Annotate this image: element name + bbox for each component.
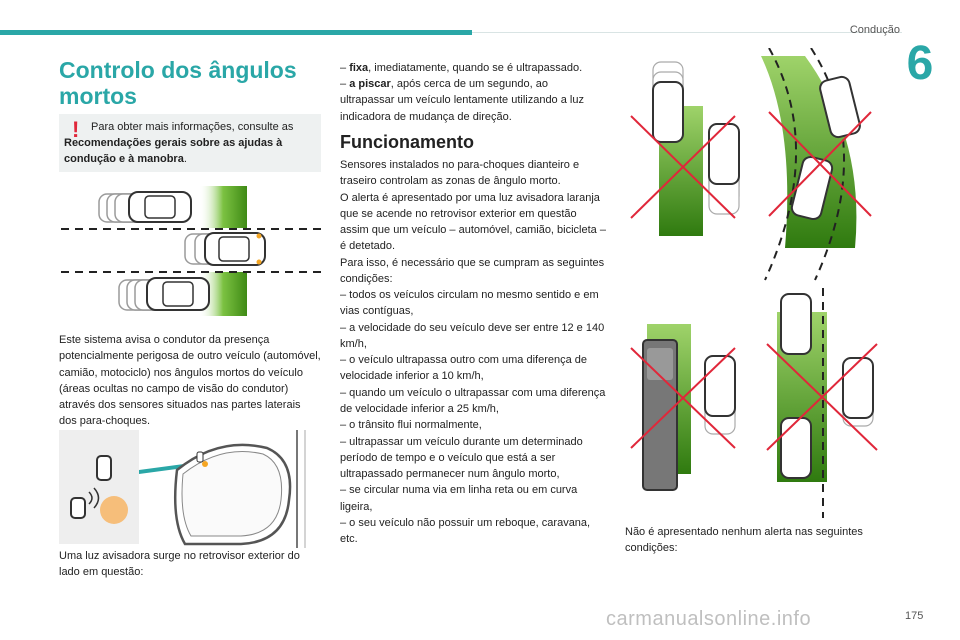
page-title: Controlo dos ângulos mortos [59,57,297,109]
list-item-fixed: – fixa, imediatamente, quando se é ultra… [340,62,583,74]
body-line: – se circular numa via em linha reta ou … [340,484,578,513]
body-line: – o seu veículo não possuir um reboque, … [340,516,591,546]
no-alert-scenarios-illustration [630,48,878,518]
note-bold: Recomendações gerais sobre as ajudas à c… [64,136,283,165]
watermark: carmanualsonline.info [606,608,812,630]
left-paragraph-2: Uma luz avisadora surge no retrovisor ex… [59,550,300,579]
blind-spot-lanes-illustration [61,186,321,316]
chapter-number: 6 [906,37,934,90]
body-line: Para isso, é necessário que se cumpram a… [340,256,605,285]
body-line: Sensores instalados no para-choques dian… [340,159,580,188]
note-box [59,114,321,172]
body-line: – quando um veículo o ultrapassar com um… [340,386,606,415]
note-prefix: Para obter mais informações, consulte as [91,121,294,133]
left-paragraph-1: Este sistema avisa o condutor da presenç… [59,334,321,428]
note-text: Para obter mais informações, consulte as… [64,120,314,168]
list-item-blinking-bold: a piscar [349,78,391,90]
section-heading: Funcionamento [340,132,474,152]
section-label: Condução [849,24,900,36]
body-line: – a velocidade do seu veículo deve ser e… [340,321,605,350]
header-accent-bar [0,30,472,35]
body-line: O alerta é apresentado por uma luz avisa… [340,191,606,253]
list-item-fixed-text: , imediatamente, quando se é ultrapassad… [368,62,583,74]
warning-icon: ! [72,117,80,142]
body-line: – o trânsito flui normalmente, [340,419,482,432]
note-suffix: . [183,152,187,165]
header-divider [472,32,902,33]
body-line: – todos os veículos circulam no mesmo se… [340,289,599,318]
list-item-blinking-text: , após cerca de um segundo, ao ultrapass… [340,78,584,123]
body-line: – ultrapassar um veículo durante um dete… [340,435,583,481]
operation-body: Sensores instalados no para-choques dian… [340,157,606,547]
mirror-warning-illustration [59,430,306,548]
list-item-blinking: – a piscar, após cerca de um segundo, ao… [340,78,584,123]
body-line: – o veículo ultrapassa outro com uma dif… [340,354,588,383]
right-caption: Não é apresentado nenhum alerta nas segu… [625,526,863,555]
page-number: 175 [905,610,924,622]
list-item-fixed-bold: fixa [349,62,369,74]
